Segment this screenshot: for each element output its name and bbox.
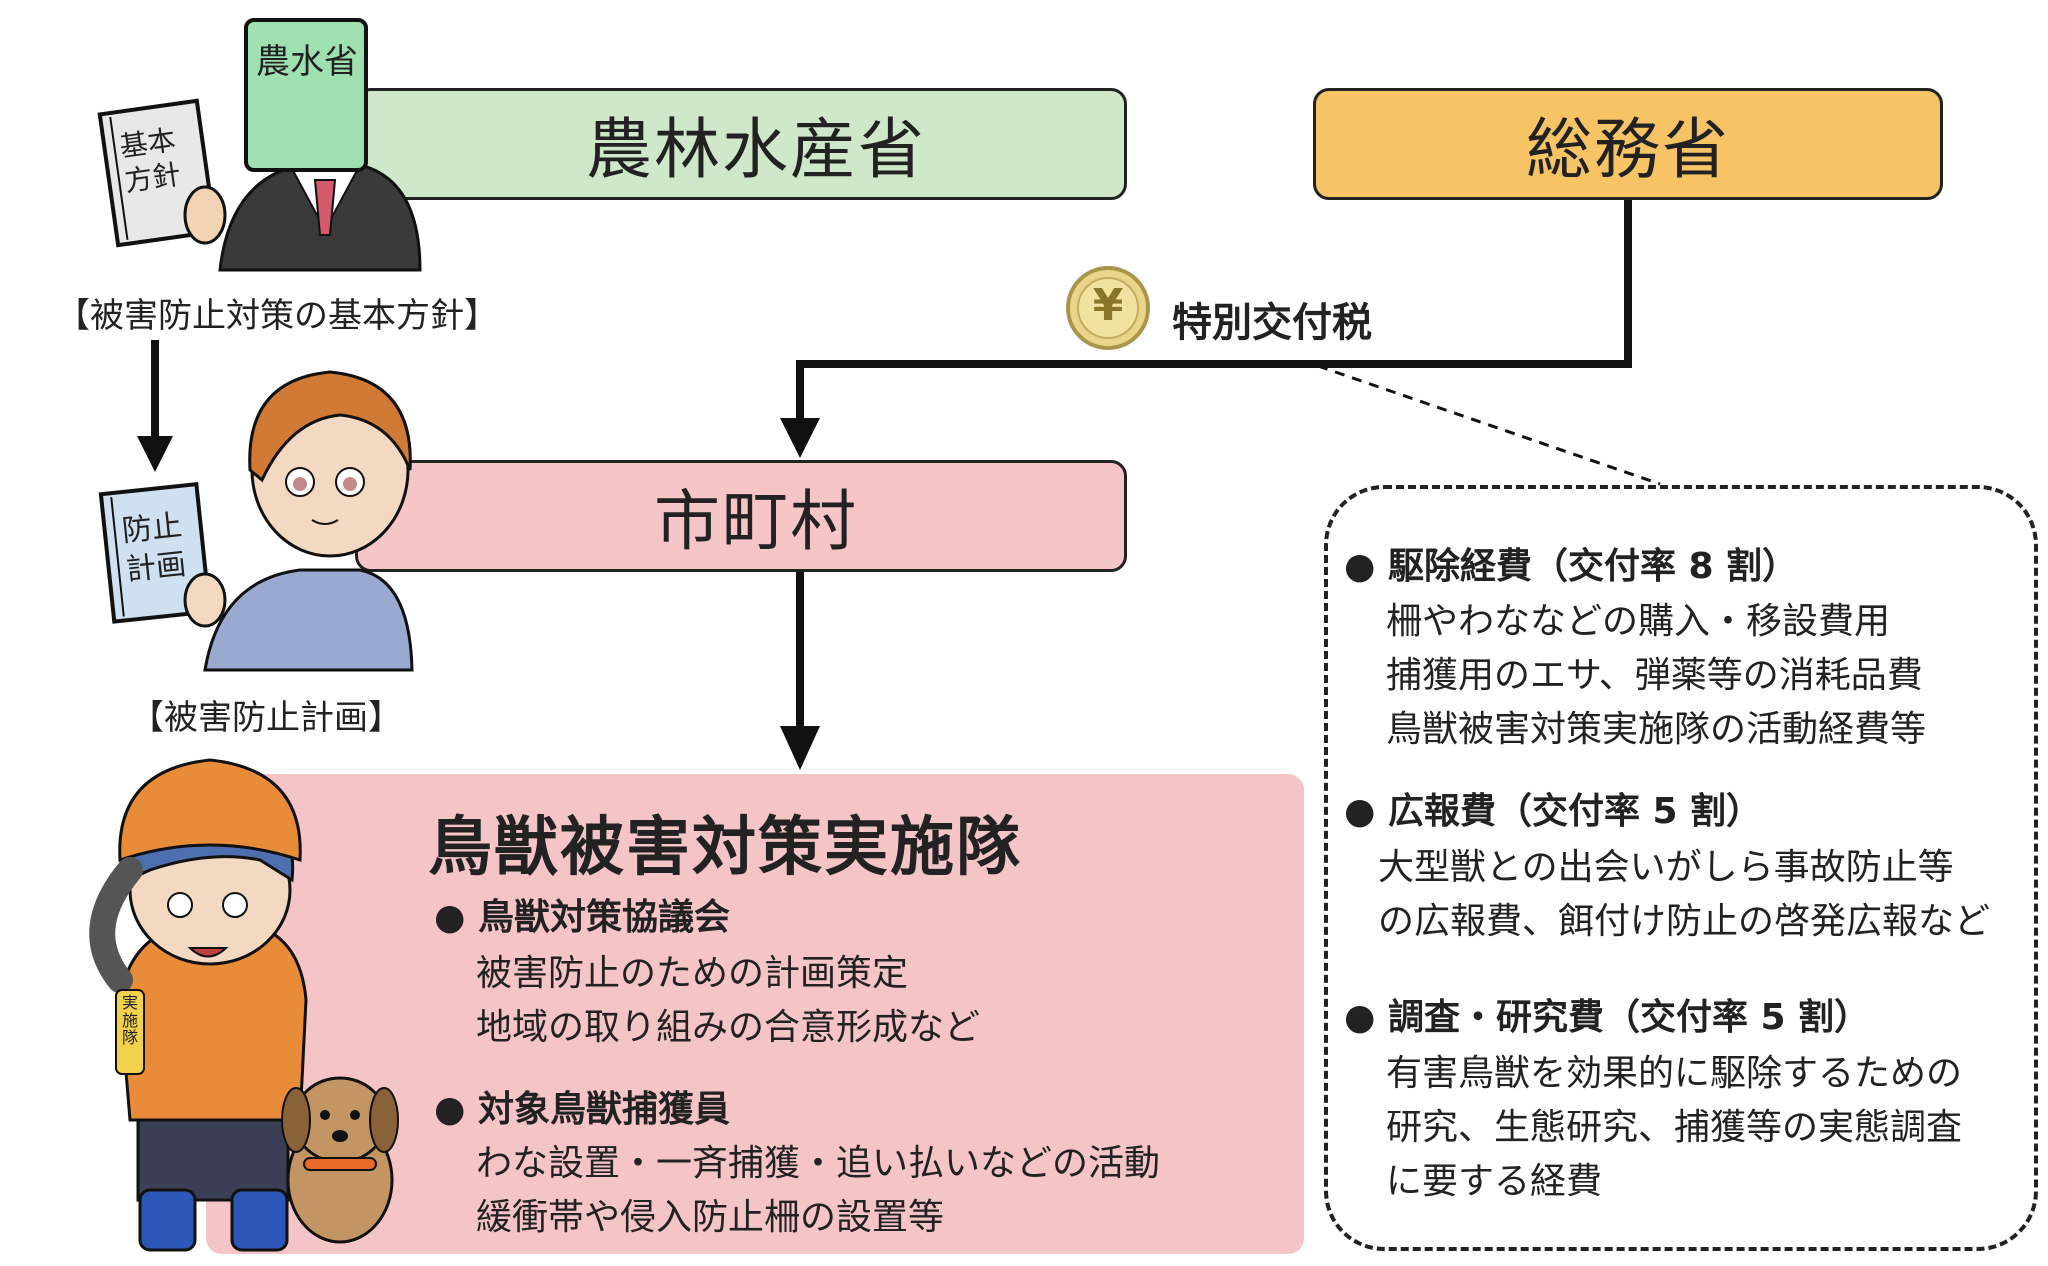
expense-1-head: ● 駆除経費（交付率 8 割）	[1344, 546, 1799, 587]
team-title: 鳥獣被害対策実施隊	[428, 811, 1022, 885]
expense-1-line-3: 鳥獣被害対策実施隊の活動経費等	[1386, 709, 1927, 750]
policy-book: 基本 方針	[118, 119, 207, 199]
maff-box: 農林水産省	[355, 88, 1127, 200]
policy-to-plan-arrowhead	[137, 436, 173, 472]
plan-book-line-2: 計画	[124, 546, 188, 588]
expense-2-line-1: 大型獣との出会いがしら事故防止等	[1378, 847, 1954, 888]
yen-coin-icon	[1066, 266, 1150, 350]
muni-to-team-arrowhead	[780, 726, 820, 770]
expense-3-line-2: 研究、生態研究、捕獲等の実態調査	[1386, 1107, 1963, 1148]
team-section-1-head: ● 鳥獣対策協議会	[434, 897, 730, 938]
expense-3-head: ● 調査・研究費（交付率 5 割）	[1344, 997, 1871, 1038]
municipality-label: 市町村	[654, 483, 858, 560]
team-section-1-line-1: 被害防止のための計画策定	[476, 953, 909, 994]
tax-arrowhead	[780, 418, 820, 458]
expense-3-line-1: 有害鳥獣を効果的に駆除するための	[1386, 1053, 1963, 1094]
team-section-2-head: ● 対象鳥獣捕獲員	[434, 1089, 730, 1130]
expense-2-head: ● 広報費（交付率 5 割）	[1344, 791, 1763, 832]
team-section-2-line-2: 緩衝帯や侵入防止柵の設置等	[476, 1197, 945, 1238]
expense-1-line-2: 捕獲用のエサ、弾薬等の消耗品費	[1386, 655, 1923, 696]
maff-label: 農林水産省	[586, 111, 926, 188]
expense-1-line-1: 柵やわななどの購入・移設費用	[1386, 601, 1891, 642]
expense-2-line-2: の広報費、餌付け防止の啓発広報など	[1378, 901, 1991, 942]
suit-face-text: 農水省	[256, 42, 358, 82]
armband-text: 実施隊	[121, 993, 138, 1048]
team-section-1-line-2: 地域の取り組みの合意形成など	[476, 1007, 981, 1048]
expenses-box	[1324, 485, 2038, 1251]
tax-flow-line	[796, 200, 1632, 420]
mic-box: 総務省	[1313, 88, 1943, 200]
callout-dashed-line	[1317, 364, 1661, 486]
team-section-2-line-1: わな設置・一斉捕獲・追い払いなどの活動	[476, 1143, 1161, 1184]
municipality-box: 市町村	[355, 460, 1127, 572]
tax-label: 特別交付税	[1172, 300, 1372, 346]
expense-3-line-3: に要する経費	[1386, 1161, 1603, 1202]
yen-symbol: ¥	[1092, 280, 1124, 331]
muni-caption: 【被害防止計画】	[130, 698, 402, 738]
maff-caption: 【被害防止対策の基本方針】	[56, 296, 498, 336]
mic-label: 総務省	[1526, 111, 1730, 188]
plan-book: 防止 計画	[120, 504, 208, 590]
